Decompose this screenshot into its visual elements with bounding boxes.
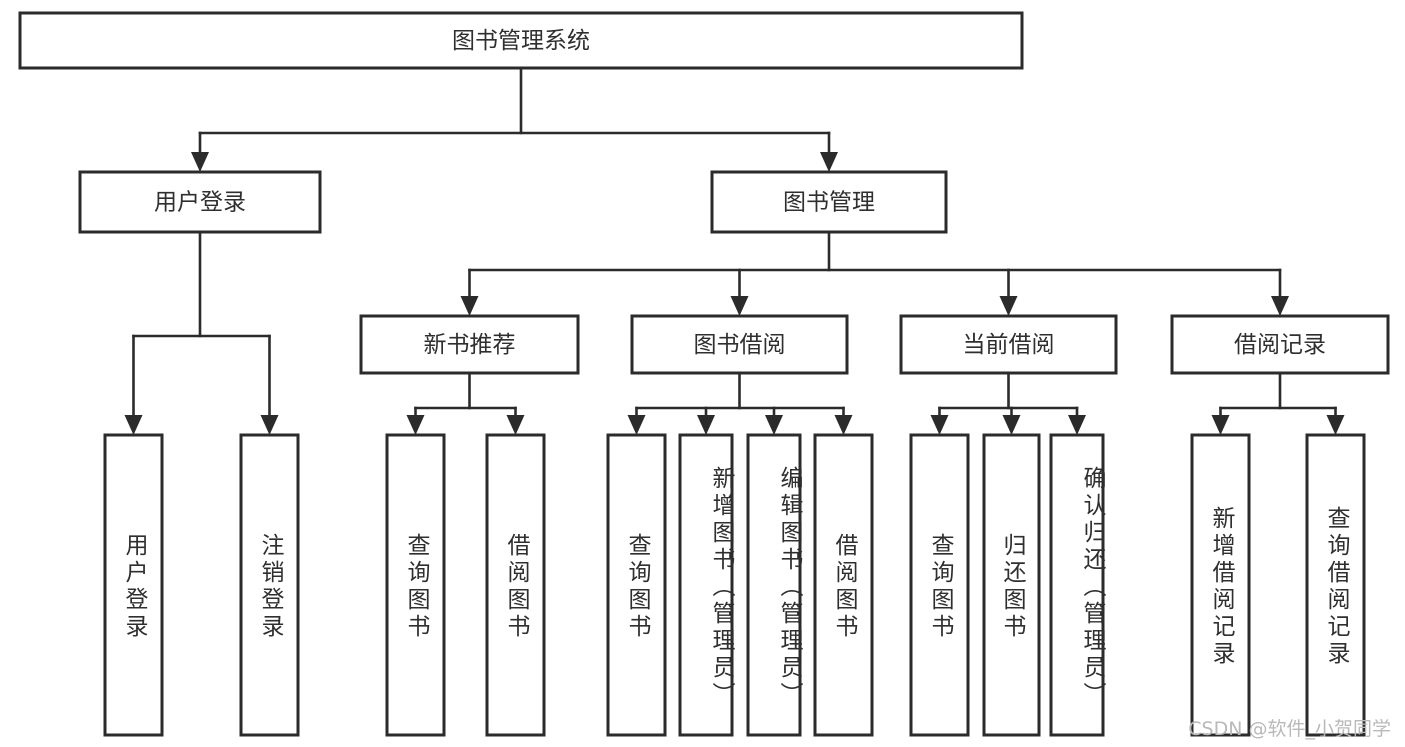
arrow-down-icon-leaf-1 bbox=[260, 415, 279, 435]
watermark: CSDN @软件_小贺同学 bbox=[1188, 718, 1391, 740]
leaf-box-3[interactable] bbox=[485, 433, 546, 737]
arrow-down-icon-leaf-6 bbox=[765, 415, 783, 435]
box-layer bbox=[18, 11, 1390, 737]
arrow-down-icon-l2-1 bbox=[730, 296, 749, 316]
level1-box-1[interactable] bbox=[710, 170, 948, 234]
leaf-box-11[interactable] bbox=[1190, 433, 1251, 737]
leaf-box-8[interactable] bbox=[909, 433, 970, 737]
connector-layer bbox=[124, 66, 1345, 435]
leaf-box-12[interactable] bbox=[1305, 433, 1366, 737]
level1-label-1: 图书管理 bbox=[783, 190, 875, 216]
level2-label-0: 新书推荐 bbox=[424, 332, 516, 358]
arrow-down-icon-l1-0 bbox=[191, 152, 209, 172]
arrow-down-icon-l2-3 bbox=[1271, 296, 1289, 316]
arrow-down-icon-leaf-2 bbox=[406, 415, 425, 435]
arrow-down-icon-l1-1 bbox=[820, 152, 838, 172]
arrow-down-icon-leaf-7 bbox=[834, 415, 853, 435]
level2-label-3: 借阅记录 bbox=[1234, 332, 1326, 358]
root-box-0[interactable] bbox=[18, 11, 1024, 70]
leaf-box-2[interactable] bbox=[385, 433, 446, 737]
arrow-down-icon-leaf-10 bbox=[1068, 415, 1086, 435]
arrow-down-icon-leaf-11 bbox=[1211, 415, 1230, 435]
level1-label-0: 用户登录 bbox=[154, 190, 246, 216]
level2-box-2[interactable] bbox=[899, 314, 1118, 375]
level2-label-2: 当前借阅 bbox=[963, 332, 1055, 358]
leaf-box-6[interactable] bbox=[746, 433, 802, 737]
arrow-down-icon-leaf-12 bbox=[1326, 415, 1345, 435]
arrow-down-icon-l2-2 bbox=[999, 296, 1018, 316]
leaf-box-5[interactable] bbox=[678, 433, 734, 737]
arrow-down-icon-leaf-4 bbox=[627, 415, 646, 435]
arrow-down-icon-l2-0 bbox=[460, 296, 479, 316]
level2-box-3[interactable] bbox=[1170, 314, 1390, 375]
root-label-0: 图书管理系统 bbox=[452, 28, 590, 54]
level2-box-1[interactable] bbox=[630, 314, 849, 375]
arrow-down-icon-leaf-5 bbox=[697, 415, 715, 435]
leaf-box-7[interactable] bbox=[813, 433, 874, 737]
arrow-down-icon-leaf-9 bbox=[1002, 415, 1021, 435]
level2-label-1: 图书借阅 bbox=[694, 332, 786, 358]
arrow-down-icon-leaf-8 bbox=[930, 415, 949, 435]
leaf-box-0[interactable] bbox=[103, 433, 164, 737]
arrow-down-icon-leaf-3 bbox=[506, 415, 525, 435]
leaf-box-4[interactable] bbox=[606, 433, 667, 737]
leaf-box-10[interactable] bbox=[1049, 433, 1105, 737]
leaf-box-1[interactable] bbox=[239, 433, 300, 737]
arrow-down-icon-leaf-0 bbox=[124, 415, 143, 435]
leaf-box-9[interactable] bbox=[982, 433, 1041, 737]
level1-box-0[interactable] bbox=[78, 170, 322, 234]
level2-box-0[interactable] bbox=[359, 314, 580, 375]
